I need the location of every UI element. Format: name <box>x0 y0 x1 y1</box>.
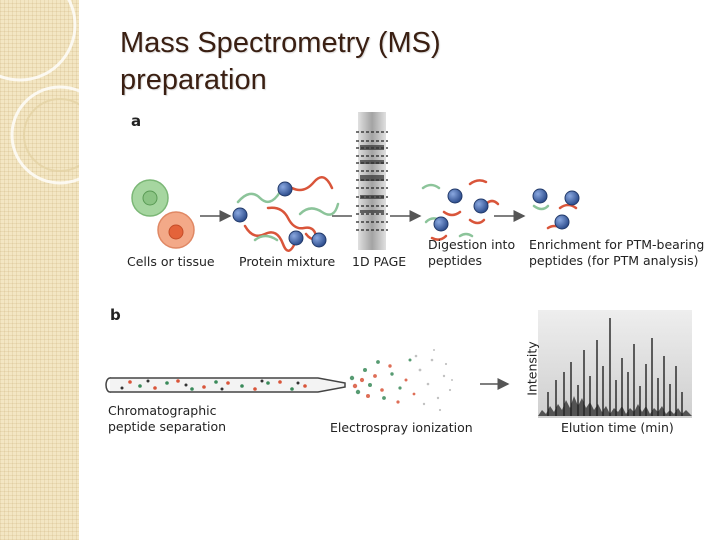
label-digestion-line-1: Digestion into <box>428 237 516 252</box>
ptm-ball <box>277 181 293 197</box>
label-enrichment-line-1: Enrichment for PTM-bearing <box>529 237 705 252</box>
chromatogram-x-axis-label: Elution time (min) <box>561 420 674 435</box>
ptm-ball <box>564 190 580 206</box>
slide-title: Mass Spectrometry (MS) preparation <box>120 25 640 99</box>
label-electrospray: Electrospray ionization <box>330 420 473 435</box>
label-enrichment: Enrichment for PTM-bearing peptides (for… <box>529 237 704 269</box>
electrospray-plume <box>349 349 453 412</box>
ptm-ball <box>532 188 548 204</box>
panel-b-letter: b <box>110 306 121 324</box>
label-digestion: Digestion into peptides <box>428 237 515 269</box>
label-digestion-line-2: peptides <box>428 253 483 268</box>
cells-icon <box>131 179 195 249</box>
decorative-circles <box>0 0 79 185</box>
ptm-ball <box>473 198 489 214</box>
ptm-ball <box>447 188 463 204</box>
label-chrom-line-1: Chromatographic <box>108 403 217 418</box>
side-decoration <box>0 0 79 540</box>
chromatogram-y-axis-label: Intensity <box>524 341 540 396</box>
chromatogram-plot <box>538 310 692 418</box>
protein-mixture-icon <box>236 175 340 252</box>
label-1d-page: 1D PAGE <box>352 254 407 269</box>
label-chromatographic: Chromatographic peptide separation <box>108 403 226 435</box>
ptm-ball <box>554 214 570 230</box>
chromatography-column <box>105 377 346 393</box>
label-cells-or-tissue: Cells or tissue <box>127 254 215 269</box>
ptm-ball <box>232 207 248 223</box>
title-line-2: preparation <box>120 64 267 96</box>
ptm-ball <box>288 230 304 246</box>
panel-a-letter: a <box>131 112 142 130</box>
ptm-ball <box>311 232 327 248</box>
label-chrom-line-2: peptide separation <box>108 419 227 434</box>
gel-lane <box>356 112 388 250</box>
label-enrichment-line-2: peptides (for PTM analysis) <box>529 253 699 268</box>
label-protein-mixture: Protein mixture <box>239 254 336 269</box>
title-line-1: Mass Spectrometry (MS) <box>120 27 441 59</box>
ptm-ball <box>433 216 449 232</box>
